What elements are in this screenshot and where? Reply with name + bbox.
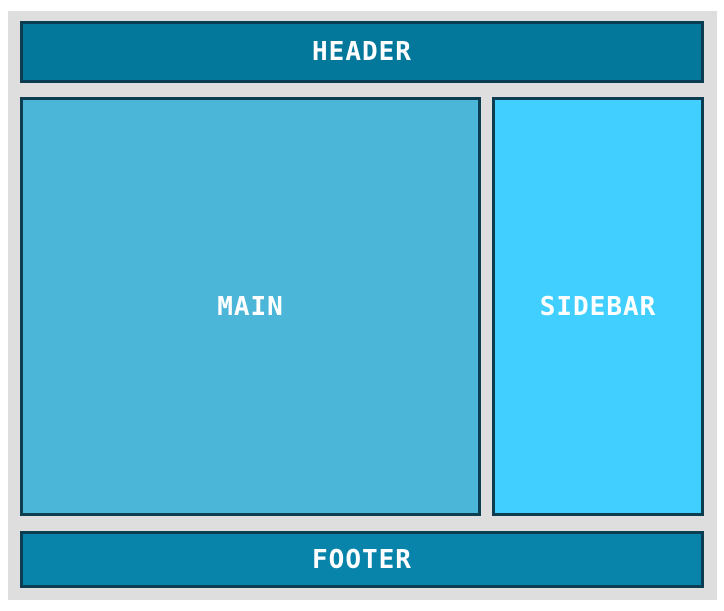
sidebar-label: SIDEBAR [539, 291, 657, 322]
footer-region: FOOTER [20, 531, 704, 588]
header-region: HEADER [20, 21, 704, 83]
header-label: HEADER [312, 37, 412, 67]
sidebar-region: SIDEBAR [492, 97, 704, 516]
main-region: MAIN [20, 97, 481, 516]
main-label: MAIN [217, 291, 284, 322]
footer-label: FOOTER [312, 544, 412, 575]
